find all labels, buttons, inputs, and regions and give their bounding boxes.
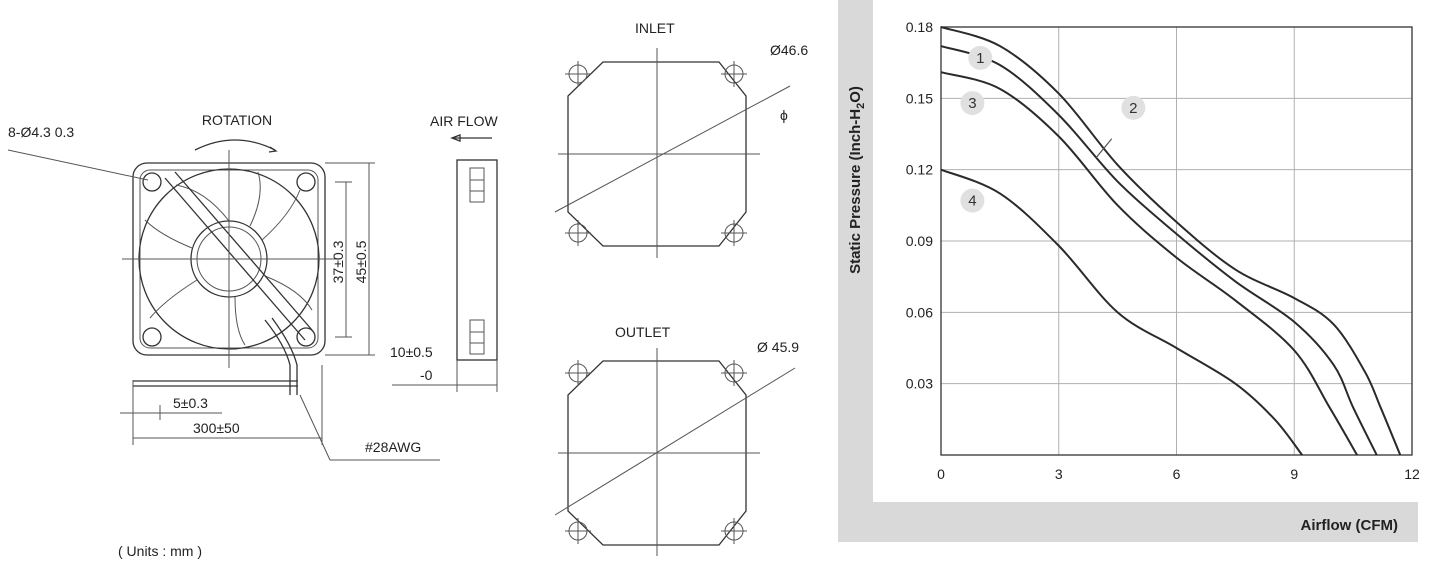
chart-curves — [940, 26, 1402, 456]
series-2-label: 2 — [1129, 100, 1137, 117]
series-4-label: 4 — [968, 193, 976, 210]
y-tick-label: 0.12 — [906, 162, 933, 178]
series-3-badge: 3 — [960, 91, 985, 116]
x-tick-label: 0 — [937, 466, 945, 482]
fan-front-view: ROTATION 8-Ø4.3 0.3 37±0.3 45±0.5 #28AWG… — [7, 112, 440, 559]
dim-outer-label: 45±0.5 — [353, 240, 369, 283]
series-1-label: 1 — [976, 50, 984, 67]
lead-strip-label: 5±0.3 — [173, 395, 208, 411]
fan-side-view: AIR FLOW 10±0.5 -0 — [390, 113, 498, 392]
series-2-badge: 2 — [1121, 95, 1146, 120]
series-4-line — [940, 168, 1303, 456]
chart-bottom-shadow — [838, 502, 1418, 542]
dim-inner-label: 37±0.3 — [330, 240, 346, 283]
lead-length-label: 300±50 — [193, 420, 240, 436]
outlet-diameter-label: Ø 45.9 — [757, 339, 799, 355]
inlet-diameter-label: Ø46.6 — [770, 42, 808, 58]
thickness-top-label: 10±0.5 — [390, 344, 433, 360]
mounting-hole-icon — [142, 172, 316, 347]
x-tick-label: 9 — [1290, 466, 1298, 482]
plot-frame — [940, 26, 1413, 456]
x-tick-label: 6 — [1173, 466, 1181, 482]
chart-grid — [940, 26, 1413, 456]
y-tick-label: 0.18 — [906, 19, 933, 35]
crosshair-hole-icon — [565, 360, 747, 544]
y-tick-label: 0.03 — [906, 376, 933, 392]
inlet-label: INLET — [635, 20, 675, 36]
hole-spec-label: 8-Ø4.3 0.3 — [8, 124, 74, 140]
series-1-badge: 1 — [968, 45, 993, 70]
wire-gauge-label: #28AWG — [365, 439, 421, 455]
units-label: ( Units : mm ) — [118, 543, 202, 559]
x-tick-label: 12 — [1404, 466, 1420, 482]
x-axis-title: Airflow (CFM) — [1301, 517, 1398, 534]
series-1-line — [940, 26, 1402, 456]
inlet-view: INLET Ø46.6 ϕ — [554, 20, 808, 258]
y-tick-label: 0.15 — [906, 90, 933, 106]
series-4-badge: 4 — [960, 188, 985, 213]
outlet-label: OUTLET — [615, 324, 671, 340]
series-2-line — [940, 45, 1378, 456]
rotation-label: ROTATION — [202, 112, 272, 128]
y-tick-label: 0.09 — [906, 233, 933, 249]
airflow-label: AIR FLOW — [430, 113, 498, 129]
y-axis-title: Static Pressure (Inch-H2O) — [847, 86, 867, 274]
phi-symbol-label: ϕ — [780, 107, 788, 123]
chart-badges: 1 2 3 4 — [960, 45, 1146, 213]
y-tick-label: 0.06 — [906, 304, 933, 320]
fan-blade-icon — [144, 171, 313, 346]
series-3-label: 3 — [968, 95, 976, 112]
thickness-bottom-label: -0 — [420, 367, 433, 383]
crosshair-hole-icon — [565, 61, 747, 246]
series-2-leader — [1095, 138, 1113, 159]
x-tick-label: 3 — [1055, 466, 1063, 482]
outlet-view: OUTLET Ø 45.9 — [554, 324, 799, 556]
series-3-line — [940, 71, 1358, 456]
